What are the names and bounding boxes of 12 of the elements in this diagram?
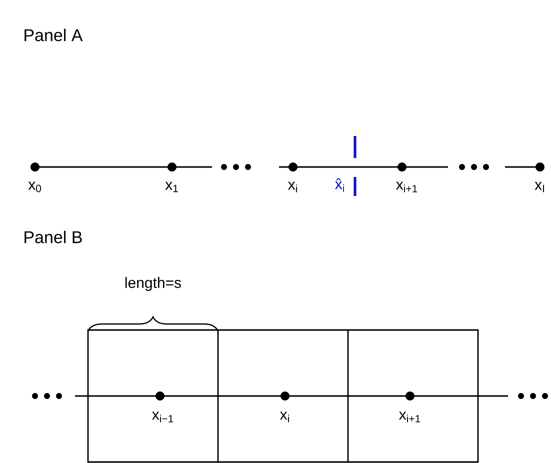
point-label: x$_{0}$ xyxy=(28,182,41,192)
point-label: x$_{i+1}$ xyxy=(399,412,420,422)
point-label: x$_{i−1}$ xyxy=(152,412,174,422)
dimension-label: length=s xyxy=(125,277,181,291)
panel-title: Panel A xyxy=(24,28,83,42)
point-label: x$_{I}$ xyxy=(534,182,544,192)
point-label: x$_{1}$ xyxy=(165,182,178,192)
point-label: x$_{i+1}$ xyxy=(396,182,418,192)
point-label: x$_{i}$ xyxy=(280,412,289,422)
point-label: x̂$_{i}$ xyxy=(335,178,344,192)
point-label: x$_{i}$ xyxy=(288,182,297,192)
panel-title: Panel B xyxy=(24,230,82,244)
